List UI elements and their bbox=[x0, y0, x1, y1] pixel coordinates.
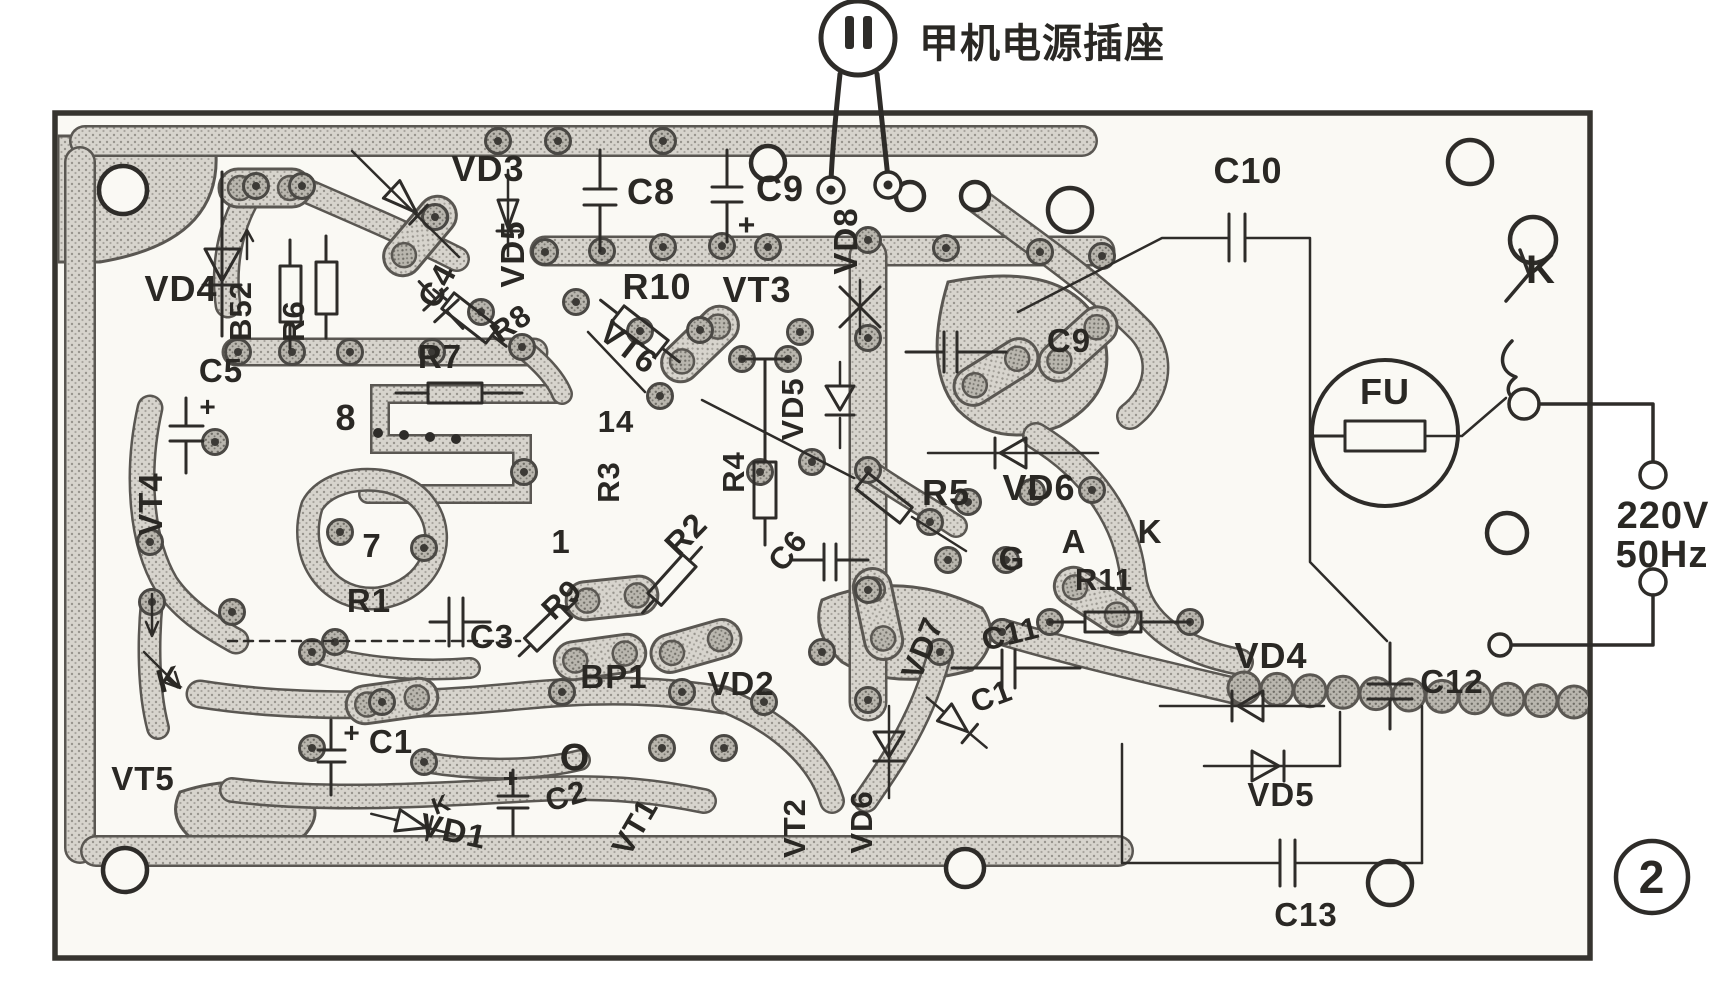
label-vd6-right: VD6 bbox=[1002, 467, 1075, 508]
diode-vd4-right-icon bbox=[1158, 689, 1326, 723]
transistor-vt3-icon bbox=[740, 357, 790, 464]
diode-vd1-icon bbox=[369, 808, 456, 842]
capacitor-c10-icon bbox=[1016, 212, 1389, 643]
label-o-mark: O bbox=[560, 737, 591, 779]
diode-vd5-mid-icon bbox=[824, 360, 856, 450]
label-c8: C8 bbox=[627, 171, 675, 212]
label-r5: R5 bbox=[922, 472, 970, 513]
resistor-r10-icon bbox=[599, 298, 681, 364]
component-symbol-layer bbox=[142, 0, 1691, 916]
diode-vd3-icon bbox=[350, 149, 461, 259]
diode-vd8-icon bbox=[838, 278, 882, 336]
label-vd5-top: VD5 bbox=[494, 220, 531, 287]
label-k-switch: K bbox=[1526, 248, 1556, 292]
label-pin-14: 14 bbox=[598, 404, 634, 439]
label-vt2: VT2 bbox=[777, 798, 812, 858]
label-vd4-left: VD4 bbox=[144, 268, 217, 309]
mounting-holes-layer bbox=[96, 137, 1559, 908]
mains-terminals-icon bbox=[1487, 402, 1668, 658]
label-r11: R11 bbox=[1075, 562, 1133, 597]
label-pin-8: 8 bbox=[335, 397, 356, 438]
diode-vd4-left-icon bbox=[201, 170, 243, 338]
label-vd8: VD8 bbox=[827, 207, 864, 274]
capacitor-c8-icon bbox=[582, 148, 618, 253]
label-vt3: VT3 bbox=[722, 269, 791, 310]
label-pin-1: 1 bbox=[551, 523, 570, 560]
capacitor-c6-icon bbox=[790, 542, 870, 582]
label-figure-2: 2 bbox=[1639, 851, 1666, 903]
label-socket-label: 甲机电源插座 bbox=[919, 22, 1165, 66]
label-mains-220v: 220V bbox=[1617, 495, 1710, 537]
diode-vd6-bottom-icon bbox=[872, 704, 906, 800]
label-vd5-mid: VD5 bbox=[775, 377, 810, 440]
resistor-r6-icon bbox=[239, 228, 339, 350]
diode-vd5-bottomright-icon bbox=[1202, 710, 1342, 783]
diode-vd5-top-icon bbox=[495, 168, 521, 258]
capacitor-c2-icon bbox=[496, 768, 530, 837]
capacitor-c5-icon bbox=[168, 396, 205, 475]
resistor-r5-icon bbox=[854, 471, 914, 525]
ic-pin-dots bbox=[373, 428, 461, 444]
label-r4: R4 bbox=[716, 451, 751, 493]
label-c9-right: C9 bbox=[1047, 322, 1091, 359]
capacitor-c1-icon bbox=[316, 718, 347, 797]
label-vd2: VD2 bbox=[707, 665, 774, 702]
label-r7: R7 bbox=[418, 338, 462, 375]
resistor-r4-icon bbox=[752, 460, 778, 547]
k-left-arrow-icon bbox=[142, 650, 182, 690]
figure-number-circle bbox=[1613, 838, 1691, 916]
label-vd6-bottom: VD6 bbox=[844, 790, 879, 853]
diode-vd7-icon bbox=[925, 696, 988, 749]
label-c12: C12 bbox=[1420, 663, 1484, 700]
capacitor-c13-icon bbox=[1120, 704, 1424, 888]
label-c9-top: C9 bbox=[756, 168, 804, 209]
resistor-r11-icon bbox=[1048, 610, 1192, 634]
label-c1: C1 bbox=[369, 723, 413, 760]
capacitor-c9-top-icon bbox=[710, 148, 744, 244]
resistor-r8-icon bbox=[432, 288, 508, 348]
capacitor-c12-icon bbox=[1366, 641, 1414, 731]
label-c5: C5 bbox=[199, 352, 243, 389]
label-r6: R6 bbox=[276, 300, 311, 342]
label-c5-plus: + bbox=[199, 391, 216, 422]
power-socket-icon bbox=[818, 0, 898, 78]
label-c1-plus: + bbox=[343, 717, 360, 748]
copper-trace-layer bbox=[57, 125, 1588, 867]
switch-k-icon bbox=[1500, 248, 1541, 421]
label-scr-g: G bbox=[999, 540, 1026, 577]
label-vt5: VT5 bbox=[111, 760, 175, 797]
label-c3: C3 bbox=[470, 618, 514, 655]
fuse-fu-icon bbox=[1310, 358, 1508, 508]
socket-wire-right bbox=[874, 71, 891, 181]
capacitor-c11-icon bbox=[950, 648, 1082, 690]
resistor-r2-icon bbox=[641, 545, 703, 615]
resistor-r7-icon bbox=[394, 381, 524, 405]
label-r1: R1 bbox=[347, 582, 391, 619]
diode-vd6-right-icon bbox=[926, 436, 1100, 470]
label-b52: B52 bbox=[223, 281, 258, 341]
capacitor-c9-right-icon bbox=[904, 330, 1008, 374]
label-c2-plus: + bbox=[503, 763, 519, 793]
label-r10: R10 bbox=[622, 266, 691, 307]
socket-wire-left bbox=[828, 71, 843, 185]
capacitor-c3-icon bbox=[428, 596, 492, 648]
label-vd4-right: VD4 bbox=[1234, 635, 1307, 676]
label-vd5-bottomright: VD5 bbox=[1247, 776, 1314, 813]
label-vd3: VD3 bbox=[451, 148, 524, 189]
label-fu: FU bbox=[1360, 371, 1410, 412]
label-c13: C13 bbox=[1274, 896, 1338, 933]
label-scr-a: A bbox=[1062, 523, 1087, 560]
label-scr-k: K bbox=[1138, 513, 1163, 550]
vt4-arrow-icon bbox=[144, 592, 160, 638]
label-c10: C10 bbox=[1213, 150, 1282, 191]
label-r3: R3 bbox=[591, 461, 626, 503]
label-mains-50hz: 50Hz bbox=[1616, 534, 1709, 576]
label-bp1: BP1 bbox=[580, 658, 647, 695]
label-vt4: VT4 bbox=[132, 472, 169, 536]
label-pin-7: 7 bbox=[362, 527, 381, 564]
resistor-r9-icon bbox=[517, 598, 579, 658]
label-c9-top-plus: + bbox=[738, 209, 757, 242]
